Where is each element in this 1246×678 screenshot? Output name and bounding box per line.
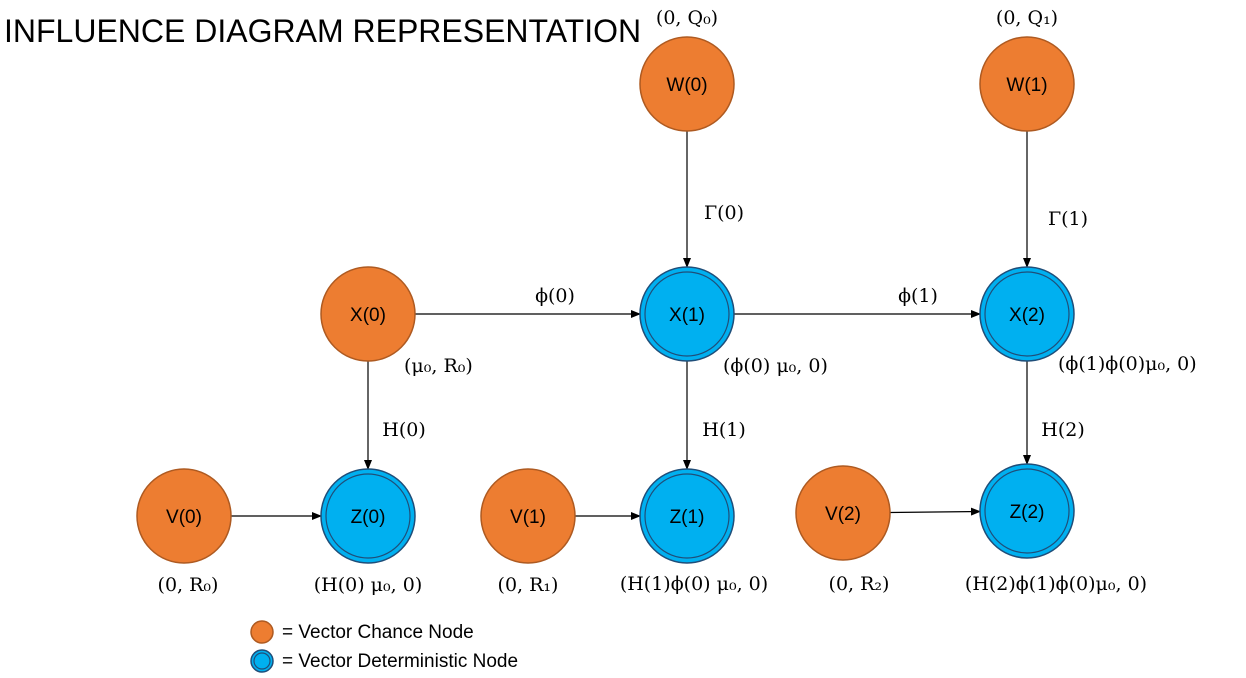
node-label-w1: W(1) <box>1006 75 1047 96</box>
edge-label-w1-x2: Γ(1) <box>1048 208 1088 230</box>
node-label-z0: Z(0) <box>351 507 386 528</box>
deterministic-node-inner-ring <box>644 271 730 357</box>
node-z1: Z(1) (H(1)ϕ(0) μ₀, 0) <box>620 468 768 595</box>
edges-layer: ϕ(0) ϕ(1) Γ(0) Γ(1) H(0) H(1) H(2) <box>231 131 1088 520</box>
deterministic-node-outer-circle <box>979 266 1075 362</box>
deterministic-node-outer-circle <box>320 468 416 564</box>
node-v0: V(0) (0, R₀) <box>136 468 232 596</box>
node-param-w0: (0, Q₀) <box>656 7 718 29</box>
node-param-z0: (H(0) μ₀, 0) <box>314 574 422 596</box>
node-z0: Z(0) (H(0) μ₀, 0) <box>314 468 422 596</box>
node-param-x1: (ϕ(0) μ₀, 0) <box>723 355 828 377</box>
node-v2: V(2) (0, R₂) <box>795 465 891 595</box>
edge-label-x0-z0: H(0) <box>382 419 425 441</box>
node-x2: X(2) (ϕ(1)ϕ(0)μ₀, 0) <box>979 266 1197 375</box>
deterministic-node-inner-ring <box>644 473 730 559</box>
edge-label-x1-z1: H(1) <box>702 419 745 441</box>
legend: = Vector Chance Node = Vector Determinis… <box>250 620 518 673</box>
chance-node-circle <box>136 468 232 564</box>
edge-label-x0-x1: ϕ(0) <box>535 285 575 307</box>
chance-node-circle <box>639 36 735 132</box>
node-param-v2: (0, R₂) <box>829 573 890 595</box>
node-param-v1: (0, R₁) <box>498 574 559 596</box>
node-label-x1: X(1) <box>669 305 705 326</box>
deterministic-node-inner-ring <box>984 271 1070 357</box>
legend-chance-label: = Vector Chance Node <box>282 622 474 643</box>
node-label-x0: X(0) <box>350 305 386 326</box>
edge-label-w0-x1: Γ(0) <box>704 202 744 224</box>
deterministic-node-outer-circle <box>979 463 1075 559</box>
edge-v2-z2 <box>889 507 982 516</box>
node-label-z2: Z(2) <box>1010 502 1045 523</box>
node-label-w0: W(0) <box>666 75 707 96</box>
legend-deterministic-inner-ring <box>253 652 271 670</box>
edge-label-x1-x2: ϕ(1) <box>898 285 938 307</box>
chance-node-circle <box>979 36 1075 132</box>
node-w1: W(1) (0, Q₁) <box>979 7 1075 132</box>
edge-label-x2-z2: H(2) <box>1041 419 1084 441</box>
node-label-v1: V(1) <box>510 507 546 528</box>
chance-node-circle <box>795 465 891 561</box>
node-param-v0: (0, R₀) <box>158 574 219 596</box>
node-param-x0: (μ₀, R₀) <box>404 355 473 377</box>
node-x1: X(1) (ϕ(0) μ₀, 0) <box>639 266 828 377</box>
node-label-v2: V(2) <box>825 504 861 525</box>
nodes-layer: W(0) (0, Q₀) W(1) (0, Q₁) X(0) (μ₀, R₀) X(1) (ϕ… <box>136 7 1197 596</box>
deterministic-node-inner-ring <box>984 468 1070 554</box>
chance-node-circle <box>320 266 416 362</box>
node-param-x2: (ϕ(1)ϕ(0)μ₀, 0) <box>1058 353 1197 375</box>
node-v1: V(1) (0, R₁) <box>480 468 576 596</box>
chance-node-circle <box>480 468 576 564</box>
node-label-x2: X(2) <box>1009 305 1045 326</box>
node-w0: W(0) (0, Q₀) <box>639 7 735 132</box>
node-param-w1: (0, Q₁) <box>996 7 1058 29</box>
legend-deterministic-label: = Vector Deterministic Node <box>282 651 518 672</box>
node-label-z1: Z(1) <box>670 507 705 528</box>
deterministic-node-outer-circle <box>639 266 735 362</box>
node-label-v0: V(0) <box>166 507 202 528</box>
legend-chance-swatch <box>250 620 274 644</box>
node-z2: Z(2) (H(2)ϕ(1)ϕ(0)μ₀, 0) <box>965 463 1147 595</box>
node-param-z1: (H(1)ϕ(0) μ₀, 0) <box>620 573 768 595</box>
deterministic-node-outer-circle <box>639 468 735 564</box>
diagram-title: INFLUENCE DIAGRAM REPRESENTATION <box>4 13 641 49</box>
node-param-z2: (H(2)ϕ(1)ϕ(0)μ₀, 0) <box>965 573 1147 595</box>
deterministic-node-inner-ring <box>325 473 411 559</box>
node-x0: X(0) (μ₀, R₀) <box>320 266 473 377</box>
